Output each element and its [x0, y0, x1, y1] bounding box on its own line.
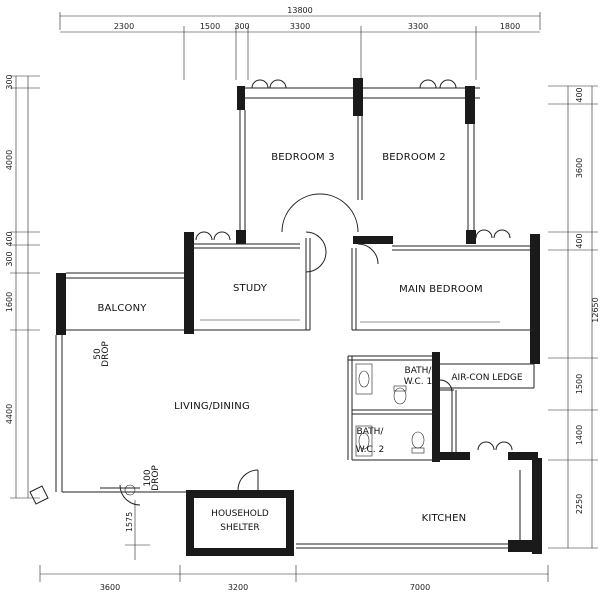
label-main-bedroom: MAIN BEDROOM — [399, 284, 483, 295]
dim-right-4: 1500 — [575, 374, 584, 394]
dim-top-6: 1800 — [500, 22, 520, 31]
label-drop-50-word: DROP — [101, 341, 111, 367]
dim-left-2: 4000 — [5, 150, 14, 170]
dim-top-4: 3300 — [290, 22, 310, 31]
dim-right-3: 400 — [575, 233, 584, 248]
label-drop-50-value: 50 — [93, 348, 103, 360]
label-household-line2: SHELTER — [220, 523, 259, 533]
dimension-lines — [10, 12, 598, 582]
label-drop-100-word: DROP — [151, 465, 161, 491]
label-kitchen: KITCHEN — [422, 513, 467, 524]
label-living-dining: LIVING/DINING — [174, 401, 250, 412]
dim-left-1: 300 — [5, 74, 14, 89]
dim-top-1: 2300 — [114, 22, 134, 31]
label-bedroom-3: BEDROOM 3 — [271, 152, 335, 163]
dim-right-2: 3600 — [575, 158, 584, 178]
dim-left-5: 1600 — [5, 292, 14, 312]
windows — [195, 79, 541, 540]
dim-top-2: 1500 — [200, 22, 220, 31]
dim-right-1: 400 — [575, 87, 584, 102]
label-bath-1-line1: BATH/ — [405, 366, 433, 376]
label-aircon-ledge: AIR-CON LEDGE — [451, 373, 523, 383]
label-bath-1-line2: W.C. 1 — [404, 377, 432, 387]
dim-right-6: 2250 — [575, 494, 584, 514]
dim-left-3: 400 — [5, 231, 14, 246]
fixtures — [124, 363, 425, 496]
label-household-line1: HOUSEHOLD — [211, 509, 269, 519]
dimension-labels: 13800 2300 1500 300 3300 3300 1800 3600 … — [5, 6, 600, 592]
label-bath-2-line2: W.C. 2 — [356, 445, 384, 455]
room-labels: BEDROOM 3 BEDROOM 2 STUDY MAIN BEDROOM B… — [93, 152, 523, 533]
doors — [29, 193, 453, 506]
dim-bottom-1: 3600 — [100, 583, 120, 592]
dim-left-7: 1575 — [125, 512, 134, 532]
dim-bottom-2: 3200 — [228, 583, 248, 592]
dim-right-total: 12650 — [591, 297, 600, 322]
dim-bottom-3: 7000 — [410, 583, 430, 592]
label-balcony: BALCONY — [97, 303, 147, 314]
label-bath-2-line1: BATH/ — [357, 427, 385, 437]
dim-left-4: 300 — [5, 251, 14, 266]
dim-top-total: 13800 — [287, 6, 312, 15]
dim-right-5: 1400 — [575, 425, 584, 445]
dim-left-6: 4400 — [5, 404, 14, 424]
dim-top-3: 300 — [234, 22, 249, 31]
label-drop-100-value: 100 — [143, 469, 153, 486]
walls — [55, 78, 542, 556]
label-study: STUDY — [233, 283, 268, 294]
label-bedroom-2: BEDROOM 2 — [382, 152, 446, 163]
dim-top-5: 3300 — [408, 22, 428, 31]
